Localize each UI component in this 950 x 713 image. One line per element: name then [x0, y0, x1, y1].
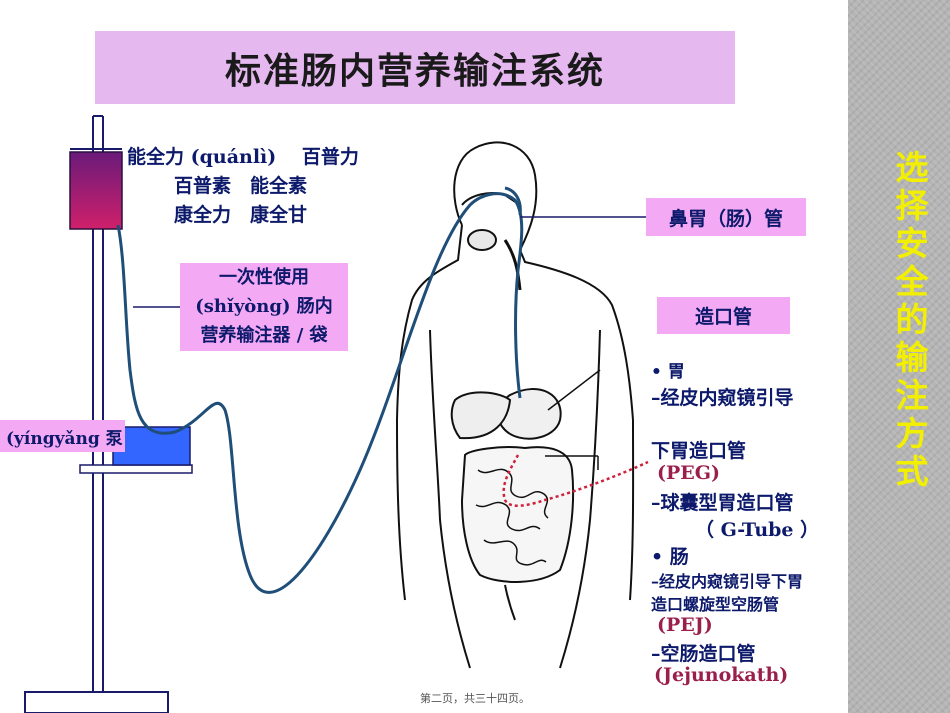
ostomy-dotted-line: [502, 454, 649, 507]
list-peg-title: 下胃造口管: [651, 440, 747, 462]
list-jejunostomy-abbr: (Jejunokath): [654, 664, 789, 686]
nasogastric-label: 鼻胃（肠）管: [646, 198, 806, 236]
products-line-1: 能全力 (quánlì) 百普力: [127, 146, 359, 168]
products-line-3: 康全力 康全甘: [174, 204, 308, 226]
body-figure: [392, 136, 642, 669]
list-pej-line-2: 造口螺旋型空肠管: [651, 595, 780, 614]
infusion-pump: [112, 426, 191, 466]
list-gtube: （ G-Tube ）: [695, 519, 820, 541]
disposable-line-3: 营养输注器 / 袋: [200, 325, 328, 346]
products-line-2: 百普素 能全素: [174, 175, 308, 197]
page-footer: 第二页，共三十四页。: [420, 692, 530, 705]
pump-label-text: (yíngyǎng 泵: [6, 429, 123, 449]
feeding-bag: [69, 151, 123, 230]
list-peg-abbr: (PEG): [657, 462, 720, 484]
slide-title: 标准肠内营养输注系统: [224, 49, 605, 92]
list-pej-abbr: (PEJ): [657, 614, 713, 636]
disposable-set-label: 一次性使用 (shǐyòng) 肠内 营养输注器 / 袋: [180, 263, 348, 351]
stomach-leader-line: [547, 369, 601, 411]
ostomy-label: 造口管: [657, 297, 790, 334]
list-pej-line-1: –经皮内窥镜引导下胃: [651, 572, 804, 591]
list-stomach-method: –经皮内窥镜引导: [651, 387, 794, 409]
disposable-line-1: 一次性使用: [219, 267, 309, 288]
list-intestine-bullet: • 肠: [651, 546, 689, 568]
list-stomach-bullet: • 胃: [651, 362, 685, 382]
title-banner: 标准肠内营养输注系统: [95, 31, 735, 104]
pump-label: (yíngyǎng 泵: [0, 420, 125, 452]
disposable-line-2: (shǐyòng) 肠内: [195, 296, 333, 317]
list-jejunostomy-title: –空肠造口管: [651, 643, 756, 665]
side-title: 选择安全的输注方式: [890, 150, 929, 492]
side-panel: [848, 0, 950, 713]
list-balloon-gastrostomy: –球囊型胃造口管: [651, 492, 794, 514]
